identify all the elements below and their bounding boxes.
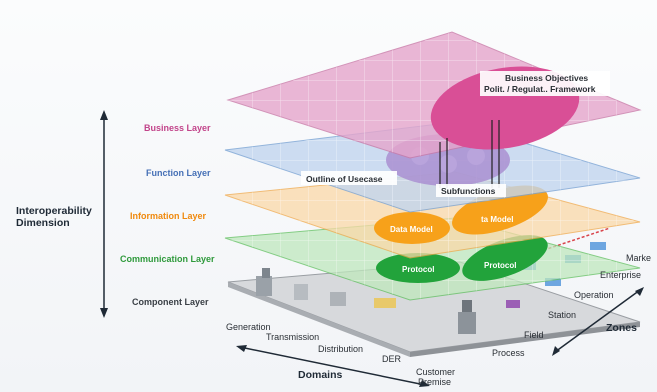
protocol-bubble-left xyxy=(376,253,460,283)
equipment-transmission xyxy=(294,284,308,300)
protocol-left-label: Protocol xyxy=(402,265,434,274)
arrow-up-right-icon xyxy=(635,287,644,296)
layer-label-business: Business Layer xyxy=(144,123,211,133)
callout-outline-usecase: Outline of Usecase xyxy=(301,171,397,185)
interoperability-axis: Interoperability Dimension xyxy=(16,110,108,318)
callout-business-objectives: Business Objectives Polit. / Regulat.. F… xyxy=(480,71,610,96)
equipment-tower xyxy=(262,268,270,278)
protocol-right-label: Protocol xyxy=(484,261,516,270)
arrow-up-icon xyxy=(100,110,108,120)
data-model-right-label: ta Model xyxy=(481,215,513,224)
domains-title: Domains xyxy=(298,369,343,381)
domains-axis: Domains Generation Transmission Distribu… xyxy=(226,322,455,387)
layer-label-information: Information Layer xyxy=(130,211,207,221)
svg-text:Subfunctions: Subfunctions xyxy=(441,186,496,196)
svg-text:Business Objectives: Business Objectives xyxy=(505,73,588,83)
box-process xyxy=(506,300,520,308)
equipment-generation xyxy=(256,276,272,296)
layer-label-communication: Communication Layer xyxy=(120,254,215,264)
domain-premise: Premise xyxy=(418,377,451,387)
domain-generation: Generation xyxy=(226,322,271,332)
layer-label-component: Component Layer xyxy=(132,297,209,307)
callout-subfunctions: Subfunctions xyxy=(436,184,506,197)
svg-text:Outline of Usecase: Outline of Usecase xyxy=(306,174,383,184)
protocol-bubble-right xyxy=(462,235,548,281)
interoperability-title-1: Interoperability xyxy=(16,205,92,217)
zones-axis: Zones Marke Enterprise Operation Station… xyxy=(492,253,651,358)
data-model-bubble-right xyxy=(452,185,548,235)
subfunction-links xyxy=(439,120,500,188)
domain-der: DER xyxy=(382,354,402,364)
domain-customer: Customer xyxy=(416,367,455,377)
zone-process: Process xyxy=(492,348,525,358)
arrow-right-icon xyxy=(419,380,430,387)
data-model-left-label: Data Model xyxy=(390,225,433,234)
box-station xyxy=(545,278,561,286)
arrow-down-icon xyxy=(100,308,108,318)
arrow-down-left-icon xyxy=(552,346,560,356)
business-plane xyxy=(226,31,642,159)
zones-title: Zones xyxy=(606,322,637,334)
equipment-customer xyxy=(458,312,476,334)
zone-operation: Operation xyxy=(574,290,614,300)
data-model-bubble-left xyxy=(374,212,450,244)
equipment-distribution xyxy=(330,292,346,306)
information-plane: Data Model ta Model xyxy=(224,171,641,259)
zone-market: Marke xyxy=(626,253,651,263)
zone-station: Station xyxy=(548,310,576,320)
zone-field: Field xyxy=(524,330,544,340)
layer-label-function: Function Layer xyxy=(146,168,211,178)
equipment-building xyxy=(462,300,472,312)
box-enterprise xyxy=(590,242,606,250)
arrow-left-icon xyxy=(236,345,247,352)
interoperability-title-2: Dimension xyxy=(16,217,70,229)
communication-plane: Protocol Protocol xyxy=(224,217,641,301)
domain-transmission: Transmission xyxy=(266,332,319,342)
domain-distribution: Distribution xyxy=(318,344,363,354)
zone-enterprise: Enterprise xyxy=(600,270,641,280)
svg-text:Polit. / Regulat.. Framework: Polit. / Regulat.. Framework xyxy=(484,84,596,94)
equipment-der xyxy=(374,298,396,308)
